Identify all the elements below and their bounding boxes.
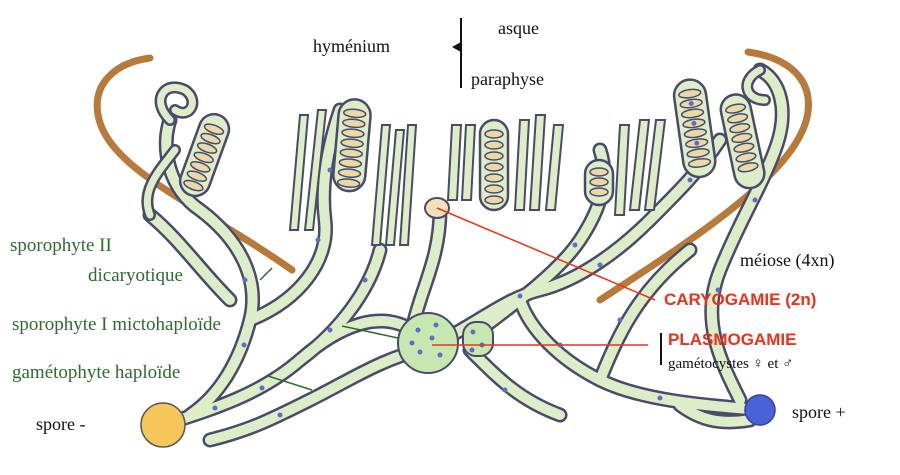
label-hymenium: hyménium	[313, 36, 390, 56]
label-gametocystes: gamétocystes ♀ et ♂	[668, 356, 793, 372]
gametocyst-female	[398, 313, 458, 373]
gametocyst-male	[463, 322, 493, 356]
label-plasmogamie: PLASMOGAMIE	[668, 330, 796, 349]
label-spore-plus: spore +	[792, 402, 846, 422]
label-sporophyte-ii: sporophyte II	[10, 235, 112, 256]
spore-minus	[141, 403, 185, 447]
label-asque: asque	[498, 18, 539, 38]
label-meiose: méiose (4xn)	[740, 250, 834, 271]
label-gametophyte: gamétophyte haploïde	[12, 362, 180, 383]
label-paraphyse: paraphyse	[471, 69, 544, 89]
spore-plus	[745, 395, 775, 425]
label-dicaryotique: dicaryotique	[88, 265, 183, 286]
label-sporophyte-i: sporophyte I mictohaploïde	[12, 314, 221, 335]
label-caryogamie: CARYOGAMIE (2n)	[664, 290, 816, 309]
hyphal-tips-right	[747, 70, 765, 100]
label-spore-minus: spore -	[36, 414, 85, 434]
